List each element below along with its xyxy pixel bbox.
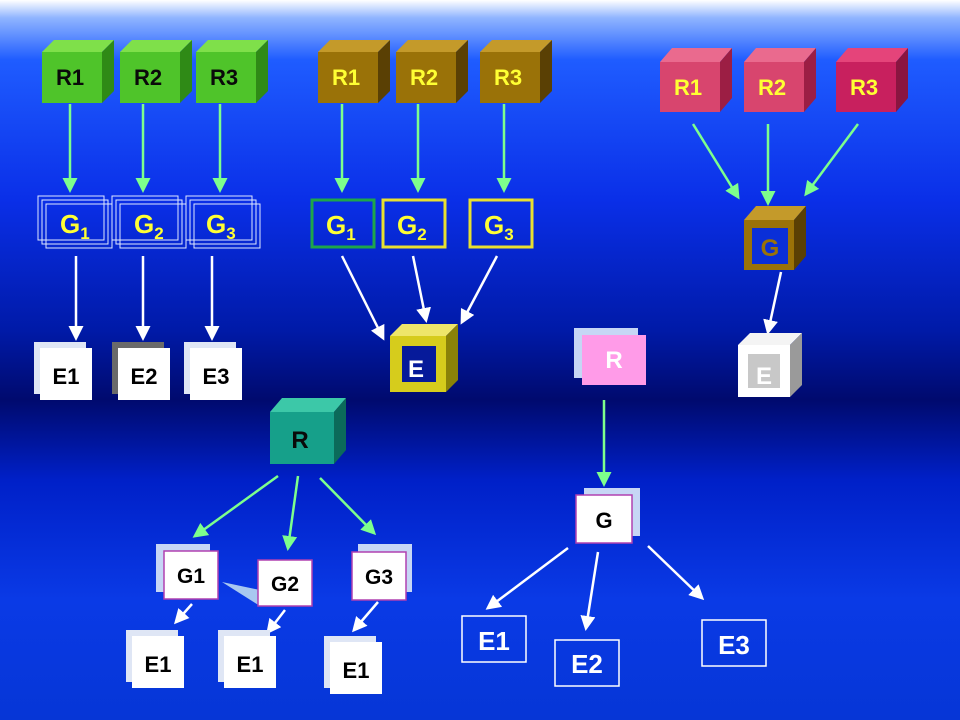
svg-text:G3: G3 <box>365 566 393 589</box>
arrow <box>691 123 740 200</box>
page-e3: E3 <box>184 342 242 400</box>
cube-r2: R2 <box>120 40 192 103</box>
cube-label: R3 <box>210 65 238 90</box>
node-r: R <box>574 328 646 385</box>
svg-text:G: G <box>761 235 780 262</box>
cube-r3: R3 <box>480 40 552 103</box>
arrow <box>319 477 377 536</box>
box-g3 <box>468 198 534 249</box>
panel-2: R1 R2 R3 G1 G2 G3 E <box>310 40 552 392</box>
g3-label: G3 <box>206 209 236 243</box>
g2-label: G2 <box>397 210 427 244</box>
box-g1 <box>310 198 376 249</box>
svg-text:E3: E3 <box>203 364 230 389</box>
svg-text:E2: E2 <box>131 364 158 389</box>
svg-text:E: E <box>408 356 424 383</box>
svg-text:R2: R2 <box>758 75 786 100</box>
svg-text:E1: E1 <box>145 652 172 677</box>
node-g1: G1 <box>156 544 219 600</box>
cube-r1: R1 <box>318 40 390 103</box>
panel-4: R G1 G2 G3 E1 E1 <box>126 398 412 694</box>
cube-label: R1 <box>56 65 84 90</box>
svg-text:E1: E1 <box>53 364 80 389</box>
box-e3: E3 <box>701 619 767 667</box>
svg-text:R1: R1 <box>674 75 702 100</box>
arrow <box>804 123 860 197</box>
svg-text:R2: R2 <box>410 65 438 90</box>
svg-text:G1: G1 <box>177 565 205 588</box>
cube-r2: R2 <box>396 40 468 103</box>
node-g: G <box>575 488 640 544</box>
cube-r2: R2 <box>744 48 816 112</box>
cube-e: E <box>738 333 802 397</box>
page-e1-c: E1 <box>324 636 382 694</box>
page-e1-a: E1 <box>126 630 184 688</box>
box-g2 <box>381 198 447 249</box>
svg-text:E3: E3 <box>718 630 750 660</box>
g1-label: G1 <box>60 209 90 243</box>
svg-text:E2: E2 <box>571 649 603 679</box>
node-g2: G2 <box>257 559 313 607</box>
cube-e: E <box>390 324 458 392</box>
arrow <box>192 474 279 538</box>
svg-text:R: R <box>605 347 622 374</box>
svg-text:E1: E1 <box>478 626 510 656</box>
arrow <box>266 609 286 635</box>
arrow <box>485 547 569 610</box>
page-e2: E2 <box>112 342 170 400</box>
svg-text:R3: R3 <box>494 65 522 90</box>
svg-text:G: G <box>595 508 612 533</box>
panel-3: R1 R2 R3 G E <box>660 48 908 397</box>
stack-g3 <box>185 195 261 249</box>
arrow <box>340 255 385 341</box>
cube-r1: R1 <box>660 48 732 112</box>
svg-text:R3: R3 <box>850 75 878 100</box>
page-e1-b: E1 <box>218 630 276 688</box>
svg-text:E: E <box>756 363 772 390</box>
panel-1: R1 R2 R3 G1 G2 G3 <box>34 40 268 400</box>
svg-text:R: R <box>291 427 308 454</box>
svg-text:R1: R1 <box>332 65 360 90</box>
arrow <box>282 475 300 551</box>
arrow <box>460 255 499 325</box>
cube-r3: R3 <box>836 48 908 112</box>
arrow <box>763 271 783 335</box>
cube-r1: R1 <box>42 40 114 103</box>
arrow <box>411 255 431 323</box>
arrow <box>352 601 379 633</box>
cube-r: R <box>270 398 346 464</box>
cube-g: G <box>744 206 806 270</box>
panel-5: R G E1 E2 E3 <box>461 328 767 687</box>
page-e1: E1 <box>34 342 92 400</box>
node-g3: G3 <box>351 544 412 601</box>
g3-label: G3 <box>484 210 514 244</box>
svg-text:E1: E1 <box>237 652 264 677</box>
arrow <box>580 551 600 631</box>
arrow <box>174 603 193 625</box>
svg-text:E1: E1 <box>343 658 370 683</box>
connector <box>222 582 260 606</box>
box-e2: E2 <box>554 639 620 687</box>
g2-label: G2 <box>134 209 164 243</box>
box-e1: E1 <box>461 615 527 663</box>
arrow <box>647 545 705 601</box>
cube-r3: R3 <box>196 40 268 103</box>
svg-text:G2: G2 <box>271 573 299 596</box>
g1-label: G1 <box>326 210 356 244</box>
cube-label: R2 <box>134 65 162 90</box>
